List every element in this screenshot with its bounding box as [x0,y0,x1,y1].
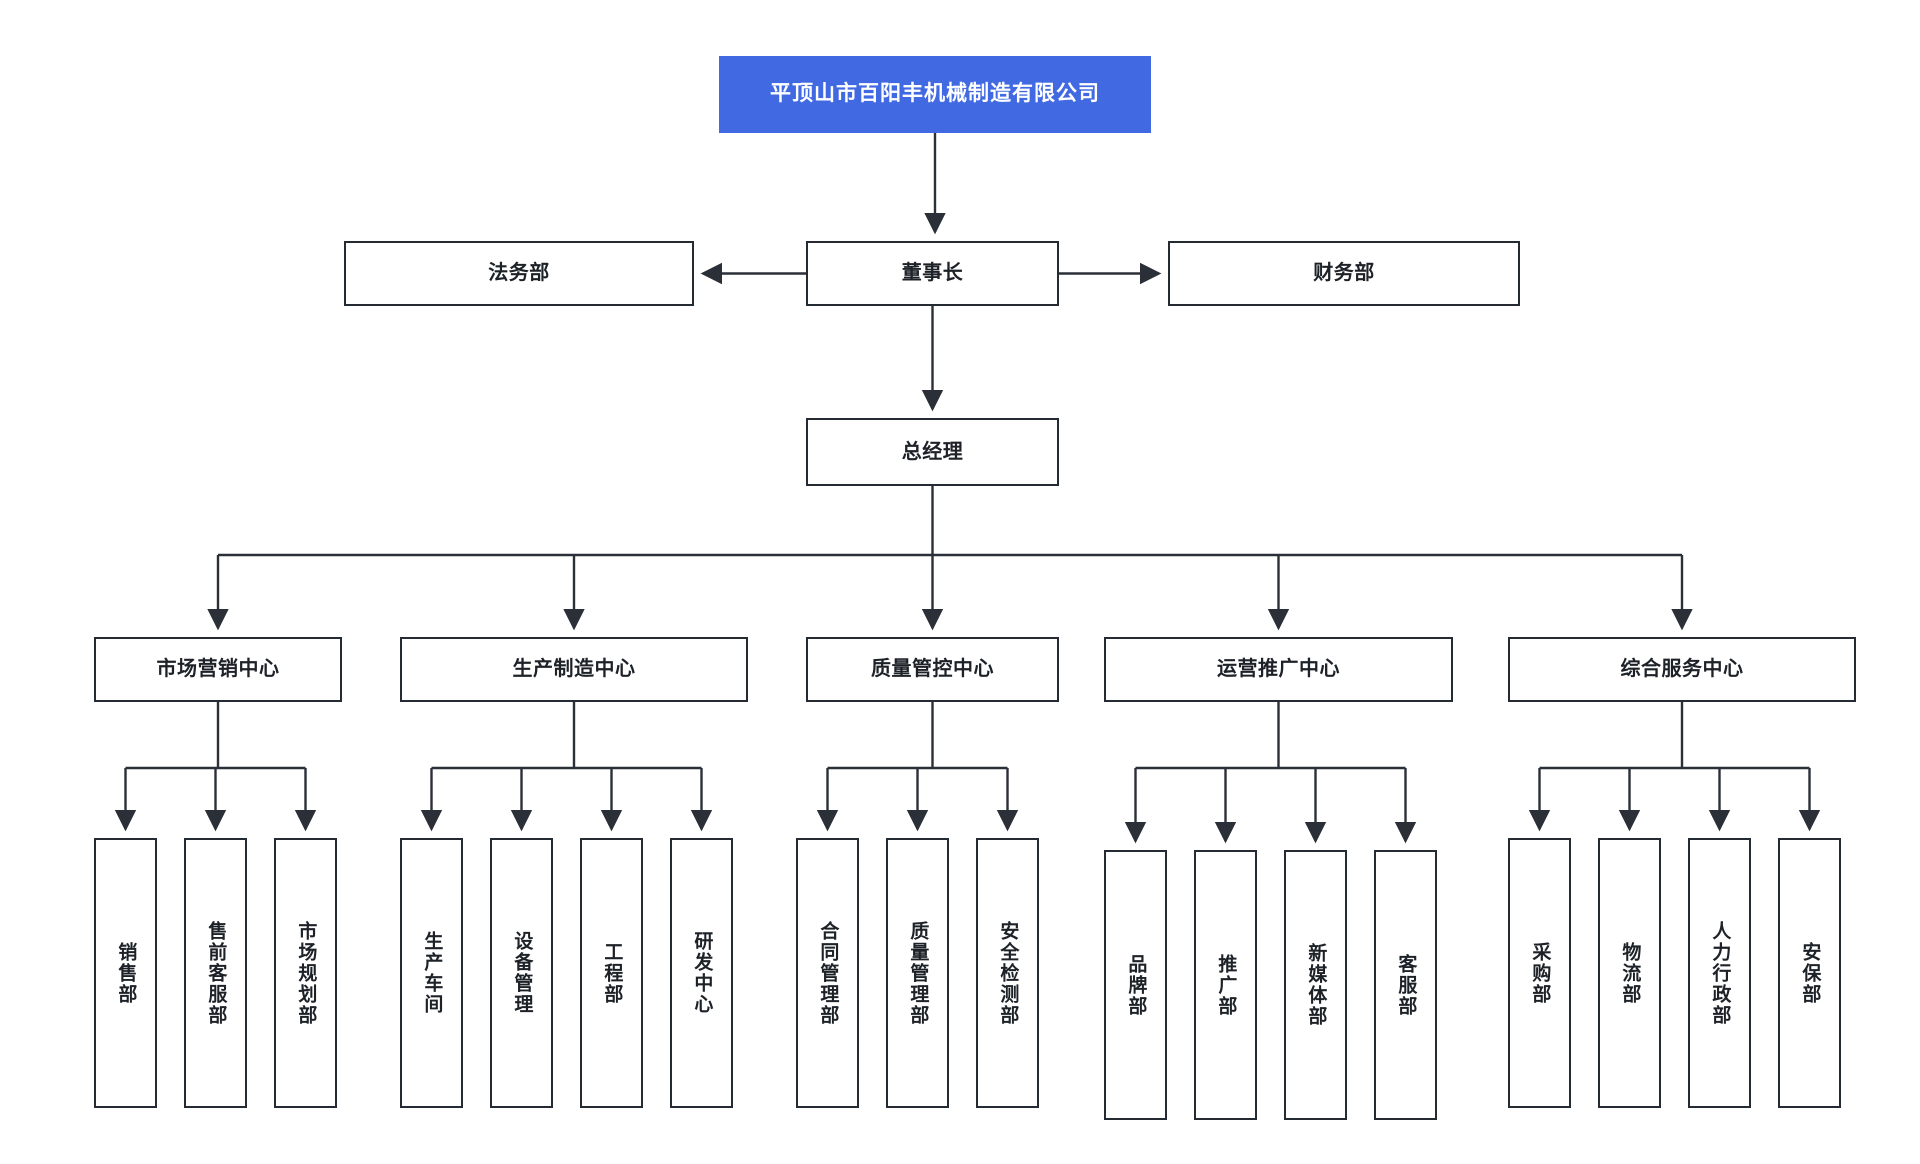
node-customer-service[interactable]: 客服部 [1374,850,1437,1120]
node-procurement-label: 采购部 [1529,941,1551,1005]
node-new-media-label: 新媒体部 [1305,943,1327,1027]
node-sales-label: 销售部 [115,941,137,1005]
node-quality-mgmt[interactable]: 质量管理部 [886,838,949,1108]
node-company-root[interactable]: 平顶山市百阳丰机械制造有限公司 [719,56,1151,133]
node-legal[interactable]: 法务部 [344,241,694,306]
node-gm[interactable]: 总经理 [806,418,1059,486]
node-workshop[interactable]: 生产车间 [400,838,463,1108]
node-general-services[interactable]: 综合服务中心 [1508,637,1856,702]
node-promotion-label: 推广部 [1215,953,1237,1017]
node-procurement[interactable]: 采购部 [1508,838,1571,1108]
node-security[interactable]: 安保部 [1778,838,1841,1108]
node-contract-mgmt-label: 合同管理部 [817,920,839,1026]
node-customer-service-label: 客服部 [1395,953,1417,1017]
node-marketing-label: 市场营销中心 [156,658,280,680]
node-finance-label: 财务部 [1313,262,1375,284]
node-market-planning-label: 市场规划部 [295,920,317,1026]
node-legal-label: 法务部 [488,262,550,284]
node-production-label: 生产制造中心 [512,658,636,680]
node-rnd-center[interactable]: 研发中心 [670,838,733,1108]
node-equipment[interactable]: 设备管理 [490,838,553,1108]
node-production[interactable]: 生产制造中心 [400,637,748,702]
node-brand[interactable]: 品牌部 [1104,850,1167,1120]
node-hr-admin-label: 人力行政部 [1709,920,1731,1026]
node-company-root-label: 平顶山市百阳丰机械制造有限公司 [770,82,1100,106]
node-quality-mgmt-label: 质量管理部 [907,920,929,1026]
node-general-services-label: 综合服务中心 [1620,658,1744,680]
node-chairman-label: 董事长 [901,262,964,284]
node-operations[interactable]: 运营推广中心 [1104,637,1453,702]
node-operations-label: 运营推广中心 [1217,658,1340,680]
node-workshop-label: 生产车间 [421,931,443,1015]
node-security-label: 安保部 [1799,941,1821,1005]
node-presale-service[interactable]: 售前客服部 [184,838,247,1108]
node-logistics-label: 物流部 [1619,941,1641,1005]
node-chairman[interactable]: 董事长 [806,241,1059,306]
node-quality[interactable]: 质量管控中心 [806,637,1059,702]
node-promotion[interactable]: 推广部 [1194,850,1257,1120]
node-safety-inspection[interactable]: 安全检测部 [976,838,1039,1108]
node-hr-admin[interactable]: 人力行政部 [1688,838,1751,1108]
node-brand-label: 品牌部 [1125,953,1147,1017]
node-marketing[interactable]: 市场营销中心 [94,637,342,702]
node-contract-mgmt[interactable]: 合同管理部 [796,838,859,1108]
node-sales[interactable]: 销售部 [94,838,157,1108]
node-gm-label: 总经理 [901,440,964,463]
node-finance[interactable]: 财务部 [1168,241,1520,306]
node-equipment-label: 设备管理 [511,931,533,1015]
node-market-planning[interactable]: 市场规划部 [274,838,337,1108]
node-engineering-label: 工程部 [601,941,623,1005]
node-presale-service-label: 售前客服部 [205,920,227,1026]
node-safety-inspection-label: 安全检测部 [997,920,1019,1026]
node-quality-label: 质量管控中心 [871,658,994,680]
node-logistics[interactable]: 物流部 [1598,838,1661,1108]
node-new-media[interactable]: 新媒体部 [1284,850,1347,1120]
node-engineering[interactable]: 工程部 [580,838,643,1108]
node-rnd-center-label: 研发中心 [691,931,713,1015]
